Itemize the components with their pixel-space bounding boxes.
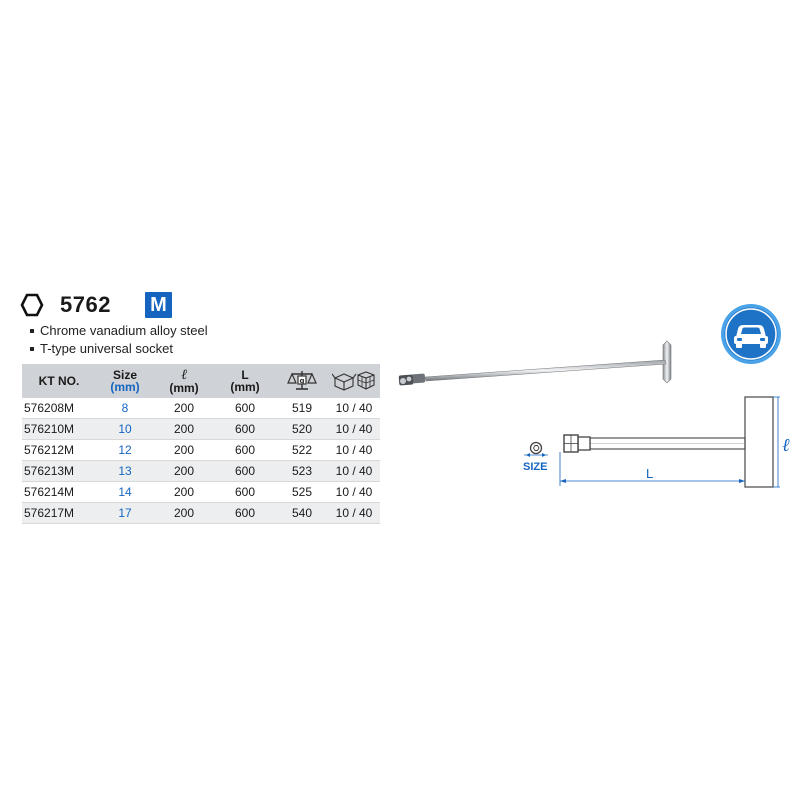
dimension-drawing	[524, 396, 780, 488]
cell-kt-no: 576212M	[22, 439, 96, 461]
table-header-row: KT NO. Size (mm) ℓ (mm) L (mm)	[22, 364, 380, 398]
cell-kt-no: 576210M	[22, 418, 96, 440]
cell-kt-no: 576208M	[22, 398, 96, 419]
cell-packing: 10 / 40	[328, 439, 380, 461]
length-label: L	[646, 466, 654, 481]
header-kt-no: KT NO.	[22, 364, 96, 398]
t-handle-wrench-image	[398, 340, 672, 386]
cell-short-length: 200	[154, 460, 214, 482]
cell-size: 17	[96, 502, 154, 524]
scale-icon: g	[287, 371, 317, 390]
cell-packing: 10 / 40	[328, 481, 380, 503]
header-long-length: L (mm)	[214, 364, 276, 398]
spec-table: KT NO. Size (mm) ℓ (mm) L (mm)	[22, 364, 380, 524]
hex-socket-icon	[20, 293, 44, 317]
cell-size: 8	[96, 398, 154, 419]
feature-item: T-type universal socket	[30, 341, 173, 356]
cell-long-length: 600	[214, 418, 276, 440]
header-packing	[328, 364, 380, 398]
cell-packing: 10 / 40	[328, 398, 380, 419]
cell-weight: 540	[276, 502, 328, 524]
cell-short-length: 200	[154, 481, 214, 503]
cell-short-length: 200	[154, 398, 214, 419]
cell-short-length: 200	[154, 418, 214, 440]
header-short-length: ℓ (mm)	[154, 364, 214, 398]
cell-long-length: 600	[214, 460, 276, 482]
cell-size: 14	[96, 481, 154, 503]
cell-weight: 525	[276, 481, 328, 503]
cell-long-length: 600	[214, 481, 276, 503]
metric-badge: M	[145, 292, 172, 318]
car-icon	[721, 304, 781, 364]
bullet-icon	[30, 328, 34, 333]
feature-item: Chrome vanadium alloy steel	[30, 323, 208, 338]
cell-long-length: 600	[214, 502, 276, 524]
cell-size: 10	[96, 418, 154, 440]
cell-long-length: 600	[214, 439, 276, 461]
cell-packing: 10 / 40	[328, 460, 380, 482]
height-label: ℓ	[782, 435, 790, 456]
header-weight: g	[276, 364, 328, 398]
cell-weight: 520	[276, 418, 328, 440]
cell-kt-no: 576213M	[22, 460, 96, 482]
bullet-icon	[30, 346, 34, 351]
feature-text: Chrome vanadium alloy steel	[40, 323, 208, 338]
model-number: 5762	[60, 292, 111, 317]
box-icon	[331, 371, 375, 391]
cell-short-length: 200	[154, 439, 214, 461]
size-label: SIZE	[523, 461, 548, 473]
cell-packing: 10 / 40	[328, 418, 380, 440]
cell-weight: 522	[276, 439, 328, 461]
cell-weight: 523	[276, 460, 328, 482]
feature-text: T-type universal socket	[40, 341, 173, 356]
cell-weight: 519	[276, 398, 328, 419]
cell-size: 12	[96, 439, 154, 461]
cell-long-length: 600	[214, 398, 276, 419]
cell-size: 13	[96, 460, 154, 482]
cell-kt-no: 576217M	[22, 502, 96, 524]
cell-short-length: 200	[154, 502, 214, 524]
svg-text:g: g	[299, 377, 304, 385]
cell-packing: 10 / 40	[328, 502, 380, 524]
header-size: Size (mm)	[96, 364, 154, 398]
cell-kt-no: 576214M	[22, 481, 96, 503]
